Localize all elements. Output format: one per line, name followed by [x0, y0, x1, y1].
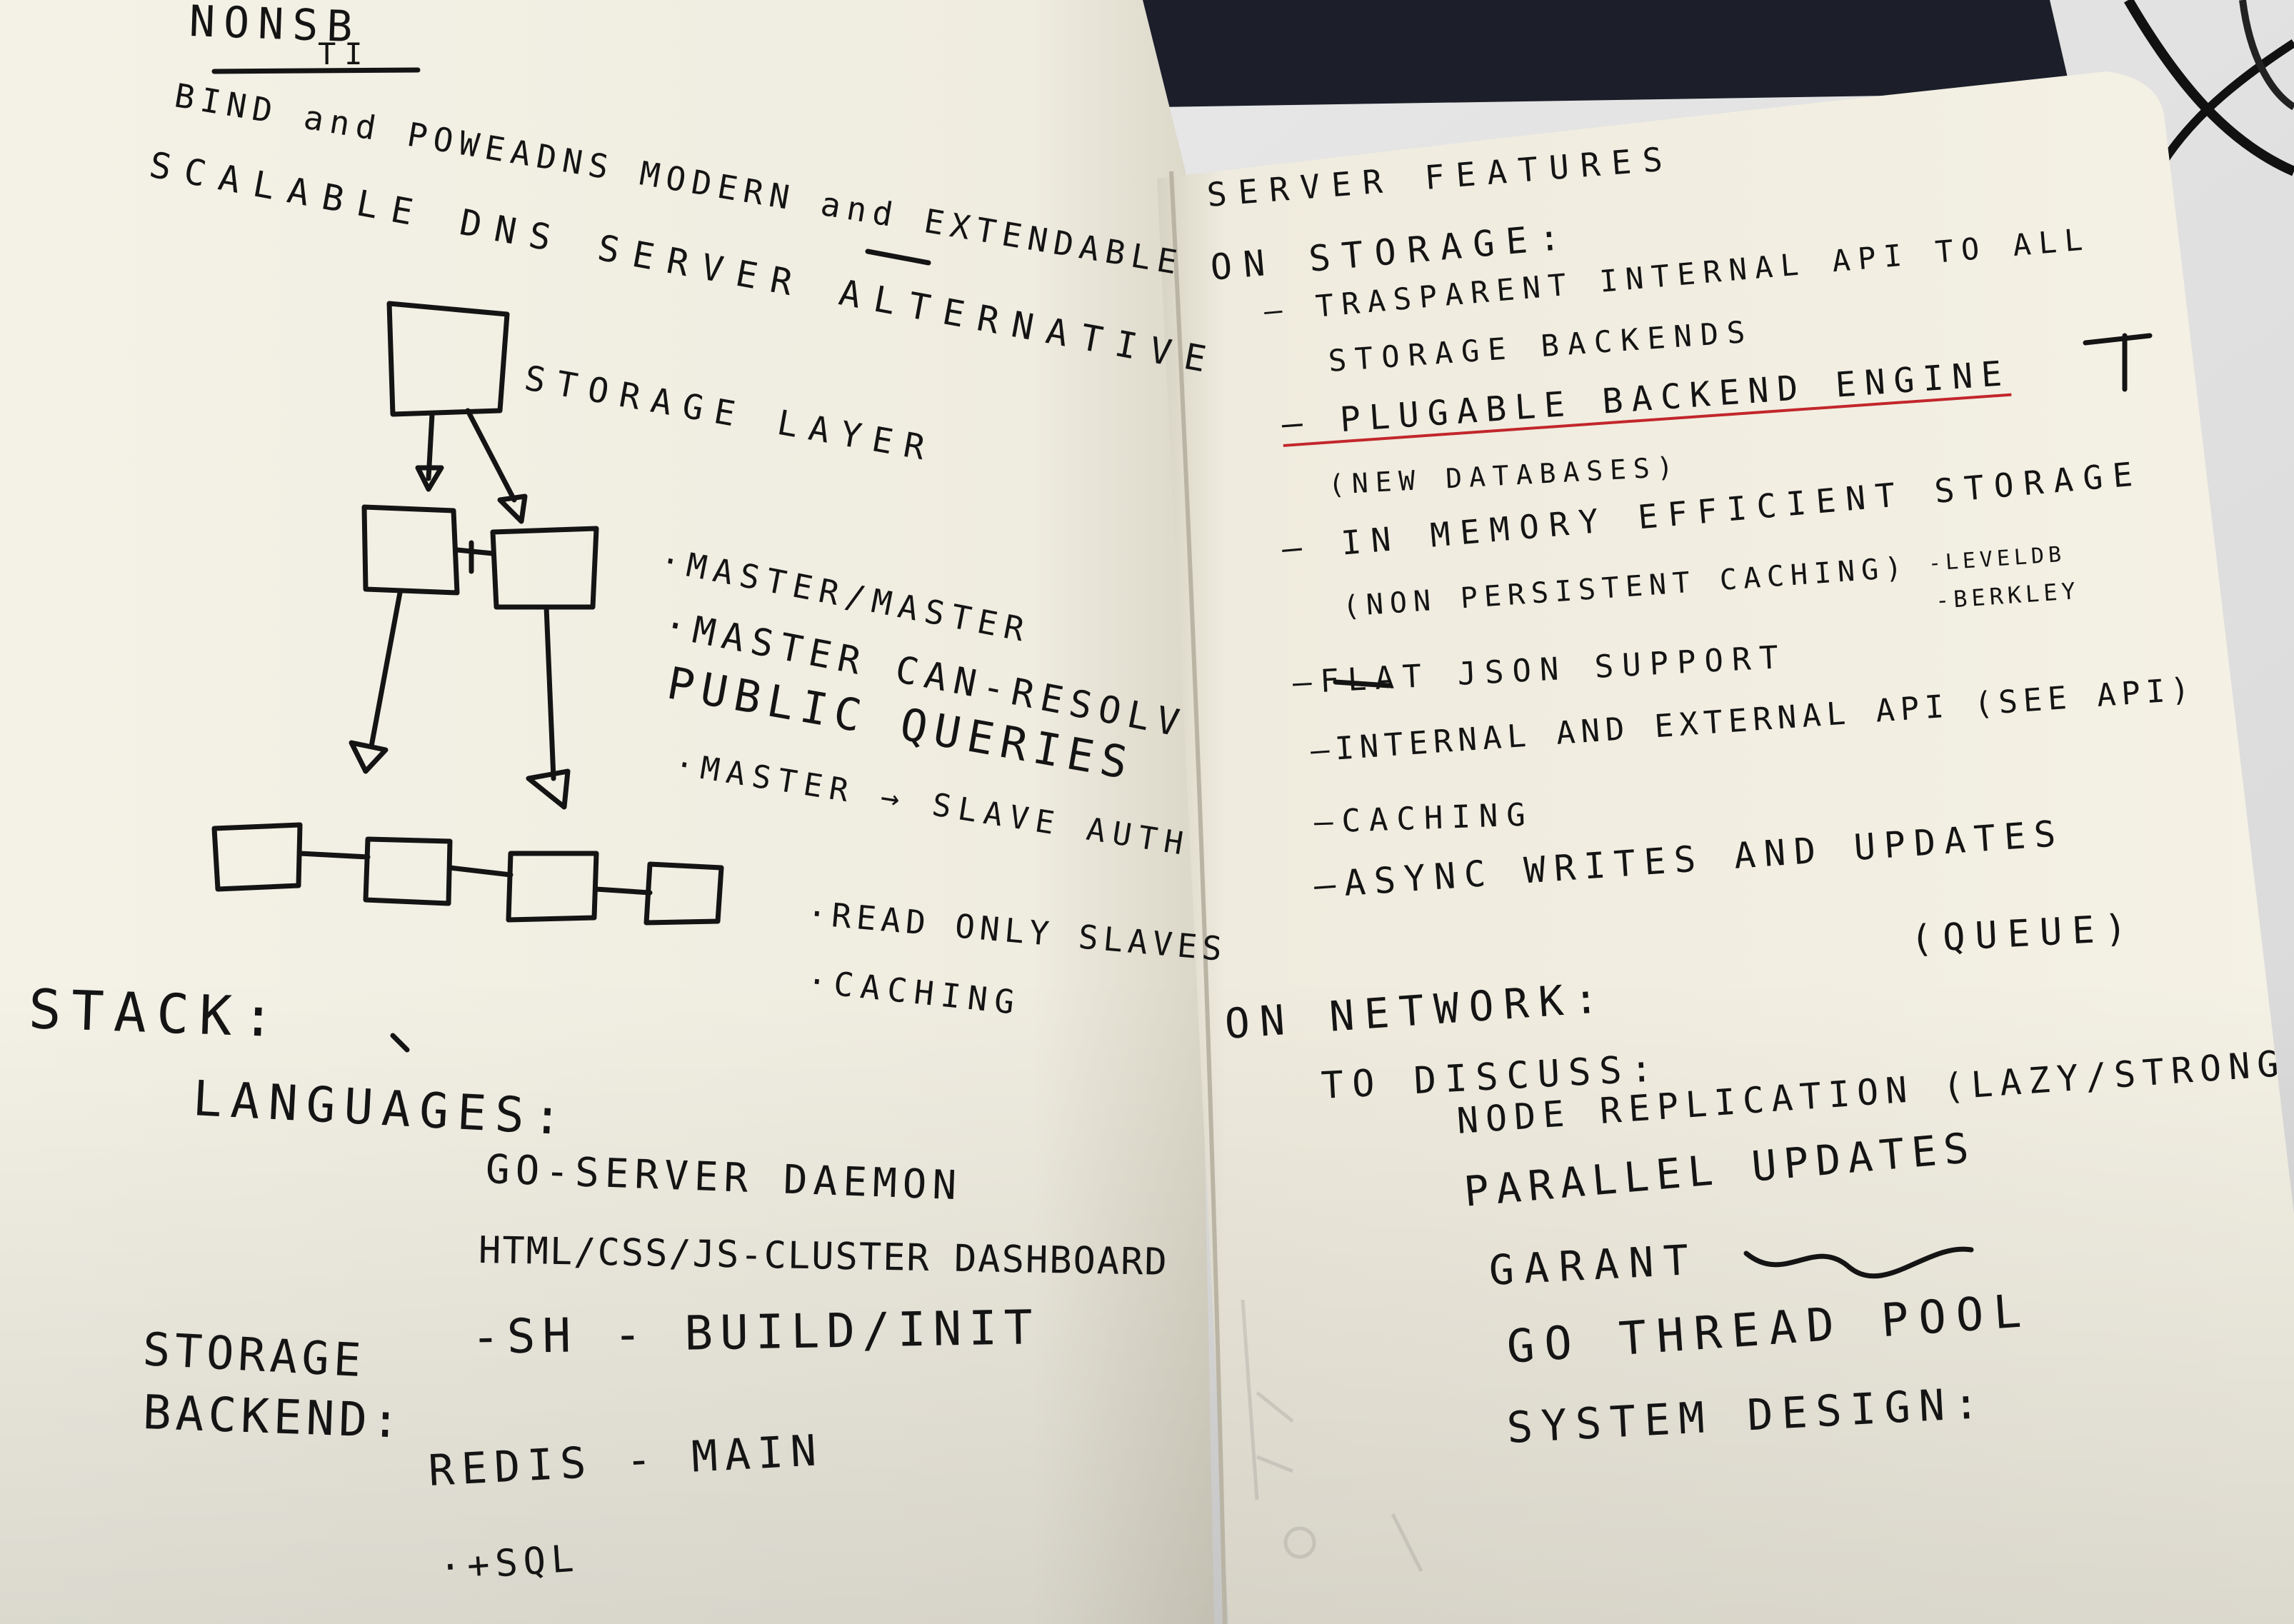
strike-mark [865, 249, 931, 266]
master-box-1 [361, 504, 460, 596]
strike-mark [1333, 679, 1392, 688]
stack-title: STACK: [27, 977, 286, 1050]
header-subtext: TI [318, 36, 371, 71]
language-html: HTML/CSS/JS-CLUSTER DASHBOARD [478, 1229, 1169, 1284]
storage-label-1: STORAGE [141, 1323, 367, 1388]
storage-sql: ·+SQL [437, 1537, 581, 1590]
slave-box-2 [363, 836, 453, 906]
tick-mark [390, 1033, 410, 1053]
language-sh: -SH - BUILD/INIT [471, 1300, 1041, 1365]
storage-layer-box [386, 301, 510, 417]
master-box-2 [490, 526, 599, 610]
storage-item-7b: (QUEUE) [1909, 906, 2138, 961]
header-underline [211, 67, 421, 74]
page-gutter [1169, 171, 1227, 1624]
network-garant: GARANT [1488, 1235, 1700, 1295]
arrowhead [497, 493, 528, 524]
show-through-marks [1241, 1299, 1423, 1573]
slave-box-1 [211, 822, 303, 892]
squiggle-mark [1743, 1246, 1974, 1279]
arrowhead [349, 740, 389, 774]
arrow-to-slave-1 [369, 590, 403, 749]
slave-links [297, 851, 653, 896]
t-mark [2083, 333, 2153, 392]
arrowhead [526, 768, 571, 810]
arrow-to-master-2 [465, 408, 517, 503]
storage-item-6: –CACHING [1313, 796, 1535, 841]
arrow-to-slave-2 [544, 604, 556, 781]
slave-box-4 [643, 861, 724, 926]
arrowhead [415, 465, 444, 492]
storage-label-2: BACKEND: [141, 1385, 406, 1449]
slave-box-3 [506, 851, 599, 923]
master-link [454, 540, 496, 574]
